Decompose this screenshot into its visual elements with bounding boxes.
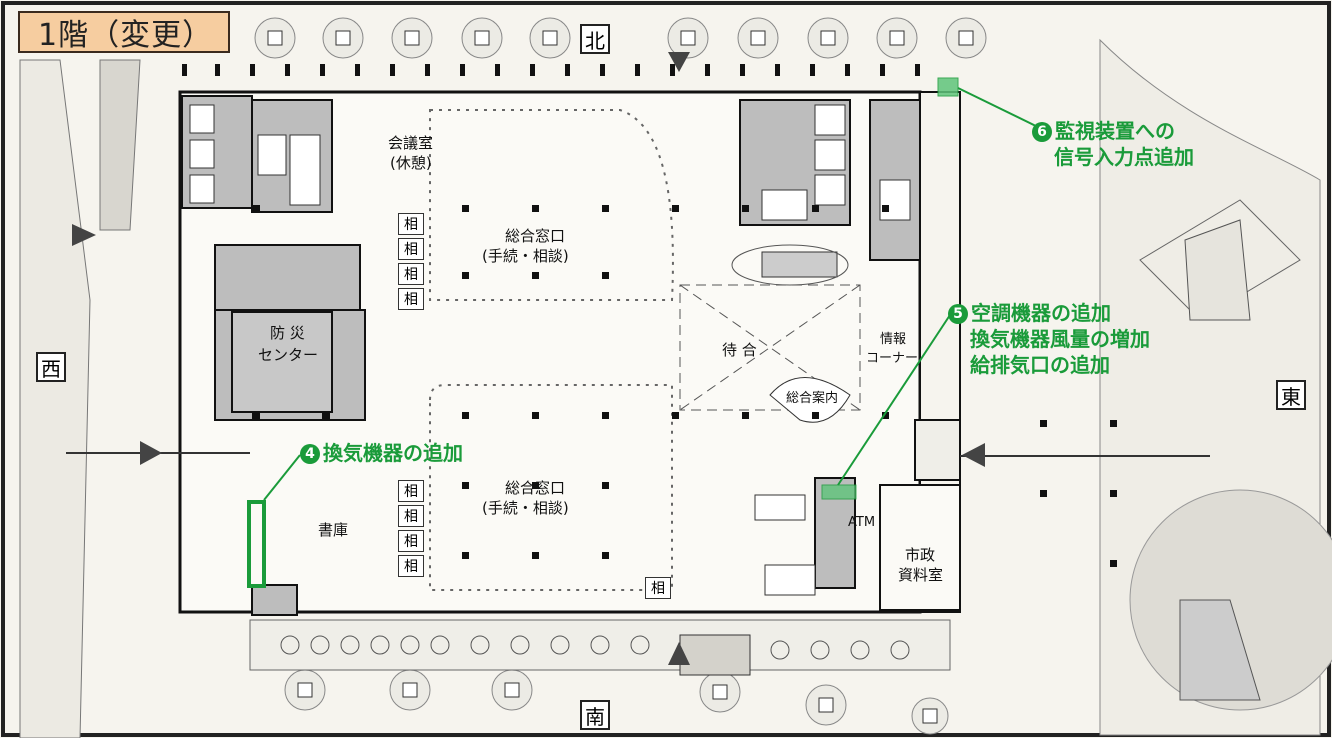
south-shrubs (280, 635, 910, 660)
west-road (19, 59, 91, 738)
floor-title: 1階（変更） (18, 11, 230, 53)
note-5-line-1: 空調機器の追加 (971, 301, 1111, 325)
info-corner-label-2: コーナー (866, 351, 919, 366)
consult-booth: 相 (645, 577, 671, 599)
disaster-center-room (231, 311, 333, 413)
note-4-text: 換気機器の追加 (323, 441, 463, 465)
leader-5 (837, 314, 951, 486)
disaster-center-label-2: センター (258, 346, 319, 364)
waiting-area (679, 284, 861, 411)
library-label: 書庫 (318, 521, 349, 539)
north-trees (254, 17, 987, 59)
leader-6 (957, 87, 1041, 129)
archive-label-1: 市政 (905, 546, 936, 564)
archive-label-2: 資料室 (898, 566, 944, 584)
direction-east: 東 (1276, 380, 1306, 410)
direction-south: 南 (580, 700, 610, 730)
note-6-line-2: 信号入力点追加 (1054, 145, 1194, 169)
note-5-line-3: 給排気口の追加 (970, 353, 1110, 377)
info-corner-label-1: 情報 (880, 332, 907, 347)
waiting-label: 待 合 (722, 341, 757, 359)
consult-booth: 相 (398, 238, 424, 260)
west-core-rooms (189, 104, 321, 206)
note-5-line-2: 換気機器風量の増加 (970, 327, 1150, 351)
highlight-hvac-5 (821, 484, 857, 500)
meeting-room-sub-label: (休憩) (390, 154, 432, 172)
east-core-rooms (754, 104, 911, 596)
counter-north-sub-label: (手続・相談) (482, 247, 569, 265)
consult-booth: 相 (398, 555, 424, 577)
archive-room (879, 484, 961, 611)
highlight-ventilation-4 (247, 500, 266, 588)
counter-south-label: 総合窓口 (505, 479, 566, 497)
consult-booth: 相 (398, 480, 424, 502)
north-counter-area (429, 109, 674, 301)
leader-4 (263, 454, 301, 501)
entrance-arrows (72, 52, 985, 665)
south-tree-pits (297, 682, 938, 724)
interior-columns (252, 205, 1117, 567)
note-6-line-1: 監視装置への (1055, 119, 1175, 143)
south-stair (679, 634, 751, 676)
note-4-number: 4 (300, 444, 320, 465)
note-5-number: 5 (948, 304, 968, 325)
info-desk (769, 377, 851, 423)
east-plaza-structure (1179, 599, 1261, 701)
highlight-monitor-6 (937, 77, 959, 97)
north-columns (182, 64, 920, 76)
direction-north: 北 (580, 24, 610, 54)
east-structure-2 (1184, 219, 1251, 321)
counter-south-sub-label: (手続・相談) (482, 499, 569, 517)
east-room-small (914, 419, 961, 481)
escalator (761, 251, 838, 278)
consult-booth: 相 (398, 263, 424, 285)
escalator-ring (731, 244, 849, 286)
consult-booth: 相 (398, 530, 424, 552)
general-info-label: 総合案内 (786, 391, 839, 406)
meeting-room-label: 会議室 (388, 134, 434, 152)
note-6-number: 6 (1032, 122, 1052, 143)
north-tree-pits (267, 30, 974, 46)
south-trees (284, 669, 949, 735)
south-planting (249, 619, 951, 671)
direction-west: 西 (36, 352, 66, 382)
counter-north-label: 総合窓口 (505, 227, 566, 245)
south-counter-area (429, 384, 673, 591)
consult-booth: 相 (398, 505, 424, 527)
west-hatch (99, 59, 141, 231)
disaster-center-label-1: 防 災 (270, 324, 305, 342)
consult-booth: 相 (398, 213, 424, 235)
atm-label: ATM (848, 515, 876, 530)
consult-booth: 相 (398, 288, 424, 310)
